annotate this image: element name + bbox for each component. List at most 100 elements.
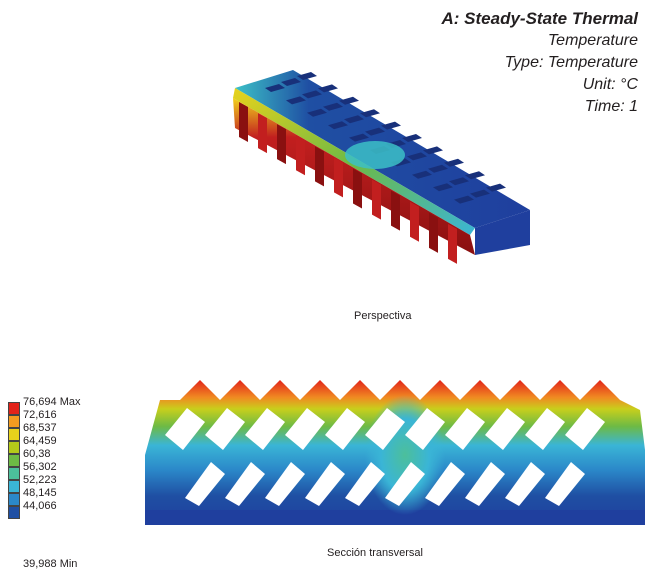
front-fin [258, 113, 267, 154]
section-hole [205, 408, 245, 450]
top-slot [302, 90, 322, 99]
section-hole [405, 408, 445, 450]
front-fin [448, 223, 457, 264]
legend-label: 52,223 [23, 474, 57, 486]
legend-swatch [8, 493, 20, 506]
front-fin [334, 157, 343, 198]
result-name: Temperature [547, 32, 638, 49]
legend-label: 60,38 [23, 448, 51, 460]
top-slot [433, 183, 453, 192]
top-slot [307, 108, 327, 117]
section-hole [385, 462, 425, 506]
legend-row: 64,459 [8, 435, 80, 454]
legend-swatch [8, 415, 20, 428]
end-face [475, 210, 530, 255]
top-slot [318, 84, 338, 93]
legend-row: 60,38 [8, 448, 80, 467]
analysis-title: A: Steady-State Thermal [441, 9, 639, 28]
result-unit: Unit: °C [582, 76, 638, 93]
section-hole [285, 408, 325, 450]
section-hole [545, 462, 585, 506]
legend-label: 48,145 [23, 487, 57, 499]
top-slot [428, 164, 448, 173]
legend-label: 72,616 [23, 409, 57, 421]
section-hole [505, 462, 545, 506]
section-hole [525, 408, 565, 450]
top-slot [344, 115, 364, 124]
top-slot [412, 170, 432, 179]
legend-swatch [8, 441, 20, 454]
legend-label: 68,537 [23, 422, 57, 434]
section-hole [245, 408, 285, 450]
front-fin [410, 201, 419, 242]
legend-row: 72,616 [8, 409, 80, 428]
section-hole [165, 408, 205, 450]
top-slot [423, 146, 443, 155]
legend-row: 76,694 Max [8, 396, 80, 415]
top-slot [465, 171, 485, 180]
section-caption: Sección transversal [327, 547, 423, 559]
front-fins [239, 102, 457, 264]
section-hole [465, 462, 505, 506]
top-slot [339, 96, 359, 105]
result-type: Type: Temperature [504, 54, 638, 71]
legend-row: 52,223 [8, 474, 80, 493]
section-hole [265, 462, 305, 506]
section-holes [165, 408, 605, 506]
legend-swatch [8, 480, 20, 493]
top-slot [365, 127, 385, 136]
top-slot [381, 121, 401, 130]
legend-swatch [8, 428, 20, 441]
section-hole [565, 408, 605, 450]
section-hole [345, 462, 385, 506]
legend-swatch [8, 506, 20, 519]
legend-label: 76,694 Max [23, 396, 81, 408]
section-hole [425, 462, 465, 506]
top-slot [486, 183, 506, 192]
top-slot [297, 72, 317, 80]
top-slot [470, 189, 490, 198]
top-slot [323, 102, 343, 111]
top-slot [444, 158, 464, 167]
legend-swatch [8, 467, 20, 480]
top-slot [349, 133, 369, 142]
top-slot [449, 177, 469, 186]
perspective-caption: Perspectiva [354, 310, 412, 322]
legend-swatch [8, 402, 20, 415]
top-slot [281, 78, 301, 86]
section-hole [445, 408, 485, 450]
top-slot [328, 121, 348, 130]
top-slot [360, 109, 380, 118]
front-fin [372, 179, 381, 220]
top-slot [265, 84, 285, 92]
front-fin [429, 212, 438, 253]
front-fin [296, 135, 305, 176]
front-fin [353, 168, 362, 209]
front-fin [277, 124, 286, 165]
legend-min-label: 39,988 Min [23, 558, 78, 570]
legend-label: 44,066 [23, 500, 57, 512]
legend-label: 56,302 [23, 461, 57, 473]
top-slot [454, 195, 474, 204]
result-header: A: Steady-State Thermal Temperature Type… [442, 8, 639, 118]
legend-row: 68,537 [8, 422, 80, 441]
legend-row: 44,066 [8, 500, 80, 519]
top-slot [286, 96, 306, 105]
result-time: Time: 1 [584, 98, 638, 115]
top-slot [407, 152, 427, 161]
front-fin [239, 102, 248, 142]
section-hole [365, 408, 405, 450]
section-hole [305, 462, 345, 506]
front-fin [391, 190, 400, 231]
front-fin [315, 146, 324, 187]
legend-row: 56,302 [8, 461, 80, 480]
section-hole [185, 462, 225, 506]
legend-swatch [8, 454, 20, 467]
section-hole [485, 408, 525, 450]
legend-label: 64,459 [23, 435, 57, 447]
section-base [145, 510, 645, 525]
section-view [145, 380, 645, 525]
perspective-view [233, 70, 530, 264]
hot-spot [345, 141, 405, 169]
